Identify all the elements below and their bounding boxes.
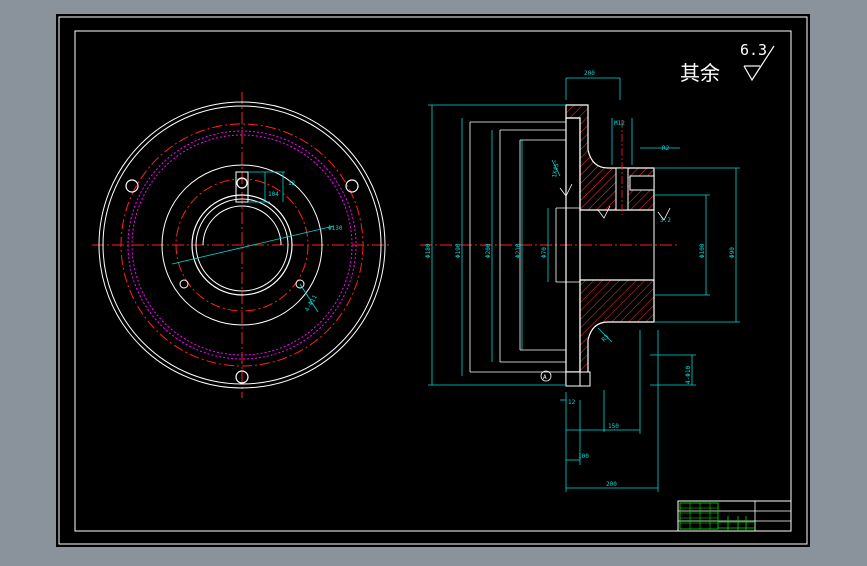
outer-circle — [98, 101, 386, 389]
bolt-circle — [120, 123, 364, 367]
bolt-hole-3 — [235, 370, 249, 384]
dim-bottom-2: 100 — [578, 453, 589, 460]
roughness-symbol-icon — [743, 45, 775, 82]
dim-chamfer: 1X45° — [551, 159, 561, 178]
inner-pcd-circle — [175, 178, 309, 312]
datum-marker — [540, 370, 552, 382]
small-hole-1 — [179, 279, 189, 289]
dim-top-width: 200 — [584, 70, 595, 77]
bore-circle — [191, 194, 293, 296]
dim-dia-2: Φ190 — [455, 243, 462, 258]
dim-bottom-3: 200 — [606, 481, 617, 488]
roughness-value: 6.3 — [740, 41, 767, 59]
dim-dia-1: Φ180 — [425, 243, 432, 258]
dim-slot-width: M12 — [614, 120, 625, 127]
lower-slot — [565, 371, 581, 387]
title-block — [677, 500, 792, 532]
section-view: 200 M12 R2 Φ180 Φ190 Φ200 Φ210 Φ70 Φ100 … — [420, 70, 740, 492]
tapped-hole — [615, 167, 629, 211]
small-hole-2 — [295, 279, 305, 289]
roughness-note: 其余 6.3 — [680, 41, 775, 85]
keyway-slot — [235, 171, 249, 203]
dim-fillet: R3 — [600, 333, 610, 343]
hidden-circle-2 — [131, 134, 353, 356]
dim-dia-4: Φ210 — [515, 243, 522, 258]
dim-right-dia: Φ90 — [729, 247, 736, 258]
drawing-sheet — [56, 14, 810, 547]
hub-circle — [161, 164, 323, 326]
set-screw-hole — [629, 175, 655, 191]
dim-bore: Φ70 — [541, 247, 548, 258]
dim-dia-3: Φ200 — [485, 243, 492, 258]
left-key-dim-2: 104 — [268, 191, 279, 198]
dim-step: 12 — [568, 399, 576, 406]
dim-dia-5: Φ100 — [699, 243, 706, 258]
pcd-leader — [171, 225, 335, 265]
left-pcd-dim: Φ130 — [328, 225, 343, 232]
bore-chamfer-circle — [195, 198, 289, 292]
drawing-frame — [74, 30, 792, 532]
sheet-border — [58, 16, 808, 545]
roughness-label: 其余 — [680, 61, 720, 85]
dim-note-right: 4-Φ10 — [685, 366, 692, 384]
rough-right: 3.2 — [660, 217, 671, 224]
datum-label: A — [543, 374, 547, 381]
bolt-hole-4 — [236, 177, 248, 189]
dim-keyway: R2 — [662, 145, 670, 152]
left-key-dim-1: 12 — [288, 180, 296, 187]
dim-bottom-1: 150 — [608, 423, 619, 430]
bolt-hole-1 — [125, 179, 139, 193]
bore-arc — [202, 205, 282, 246]
title-block-grid — [679, 502, 719, 530]
front-view: 12 104 Φ130 4-Φ11 — [92, 92, 392, 398]
bolt-hole-2 — [345, 179, 359, 193]
title-block-frame — [677, 500, 792, 532]
outer-chamfer-circle — [102, 105, 382, 385]
hidden-circle — [127, 130, 357, 360]
